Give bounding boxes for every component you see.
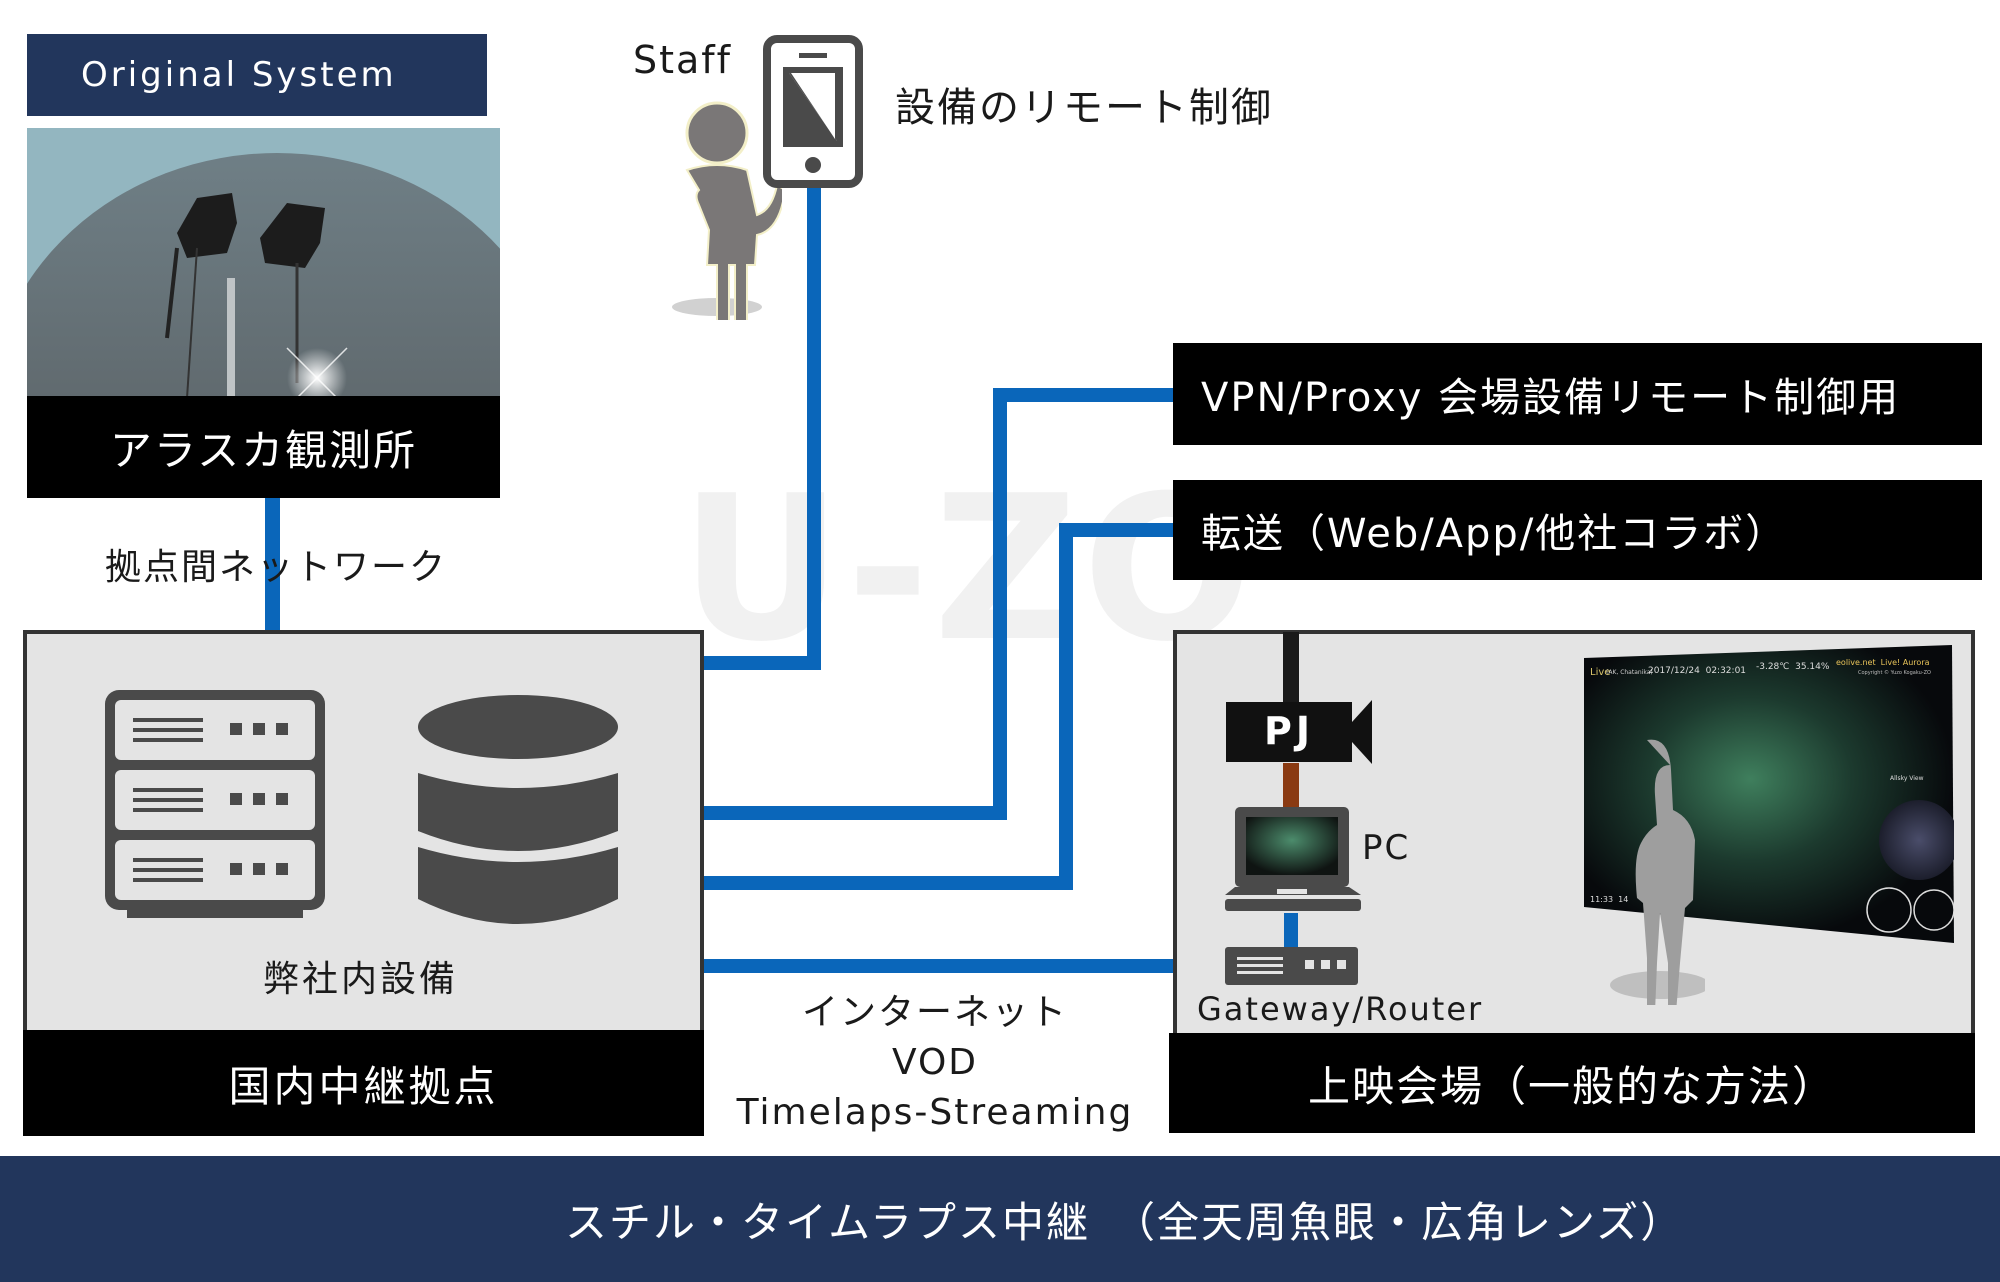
remote-control-line-horizontal [704, 656, 821, 670]
projector-mount-line [1283, 632, 1299, 702]
vpn-line-horizontal-top [993, 388, 1173, 402]
screen-footer: 11:33 14 [1590, 895, 1629, 904]
banner-text: スチル・タイムラプス中継 （全天周魚眼・広角レンズ） [565, 1197, 1685, 1247]
watermark: U-ZO [680, 453, 1257, 686]
timelapse-streaming-label: Timelaps-Streaming [736, 1092, 1134, 1133]
remote-control-line-vertical [807, 188, 821, 670]
internet-link-labels: インターネット VOD Timelaps-Streaming [720, 988, 1150, 1138]
fisheye-camera-photo [27, 128, 500, 396]
transfer-line-horizontal-bottom [704, 876, 1073, 890]
vpn-proxy-label: VPN/Proxy 会場設備リモート制御用 [1201, 375, 1901, 421]
original-system-header: Original System [27, 34, 487, 116]
staff-person-icon [662, 95, 787, 331]
smartphone-icon [763, 35, 863, 188]
database-icon [418, 695, 618, 930]
venue-label-bar: 上映会場（一般的な方法） [1169, 1033, 1975, 1133]
server-rack-icon [105, 690, 325, 920]
vpn-line-vertical [993, 388, 1007, 820]
screen-weather: -3.28℃ 35.14% [1756, 662, 1830, 672]
vod-label: VOD [891, 1042, 979, 1083]
equipment-label: 弊社内設備 [263, 959, 459, 1000]
staff-label: Staff [633, 38, 733, 82]
relay-site-label: 国内中継拠点 [228, 1061, 499, 1111]
transfer-label: 転送（Web/App/他社コラボ） [1201, 511, 1788, 557]
pc-router-line [1284, 913, 1298, 949]
screen-allsky-label: Allsky View [1890, 775, 1924, 782]
observatory-label-bar: アラスカ観測所 [27, 396, 500, 498]
original-system-title: Original System [81, 55, 397, 95]
venue-label: 上映会場（一般的な方法） [1307, 1061, 1836, 1111]
vpn-line-horizontal-bottom [704, 806, 1007, 820]
router-label: Gateway/Router [1197, 990, 1484, 1028]
screen-brand: eolive.net Live! Aurora [1836, 658, 1930, 667]
screen-location: (AK, Chatanika) [1606, 669, 1653, 676]
projector-icon [1226, 700, 1376, 764]
observatory-label: アラスカ観測所 [109, 425, 418, 475]
internet-line [704, 959, 1234, 973]
remote-control-label: 設備のリモート制御 [895, 85, 1273, 131]
screen-datetime: 2017/12/24 02:32:01 [1648, 666, 1747, 676]
viewer-silhouette [1605, 735, 1710, 1013]
hdmi-cable [1283, 763, 1299, 808]
bottom-banner: スチル・タイムラプス中継 （全天周魚眼・広角レンズ） [0, 1156, 2000, 1282]
transfer-service: 転送（Web/App/他社コラボ） [1173, 480, 1982, 580]
vpn-proxy-service: VPN/Proxy 会場設備リモート制御用 [1173, 343, 1982, 445]
inter-site-network-line [265, 498, 280, 632]
router-icon [1225, 947, 1358, 985]
transfer-line-vertical [1059, 523, 1073, 890]
screen-live-label: Live [1590, 667, 1611, 678]
internet-label: インターネット [801, 992, 1068, 1033]
relay-site-label-bar: 国内中継拠点 [23, 1030, 704, 1136]
inter-site-network-label: 拠点間ネットワーク [105, 547, 448, 588]
pc-label: PC [1362, 828, 1411, 868]
observatory-photo [27, 128, 500, 396]
transfer-line-horizontal-top [1059, 523, 1173, 537]
laptop-icon [1225, 807, 1365, 915]
screen-copyright: Copyright © Yuzo Kogaku-ZO [1858, 670, 1931, 676]
projector-label: PJ [1264, 709, 1314, 753]
